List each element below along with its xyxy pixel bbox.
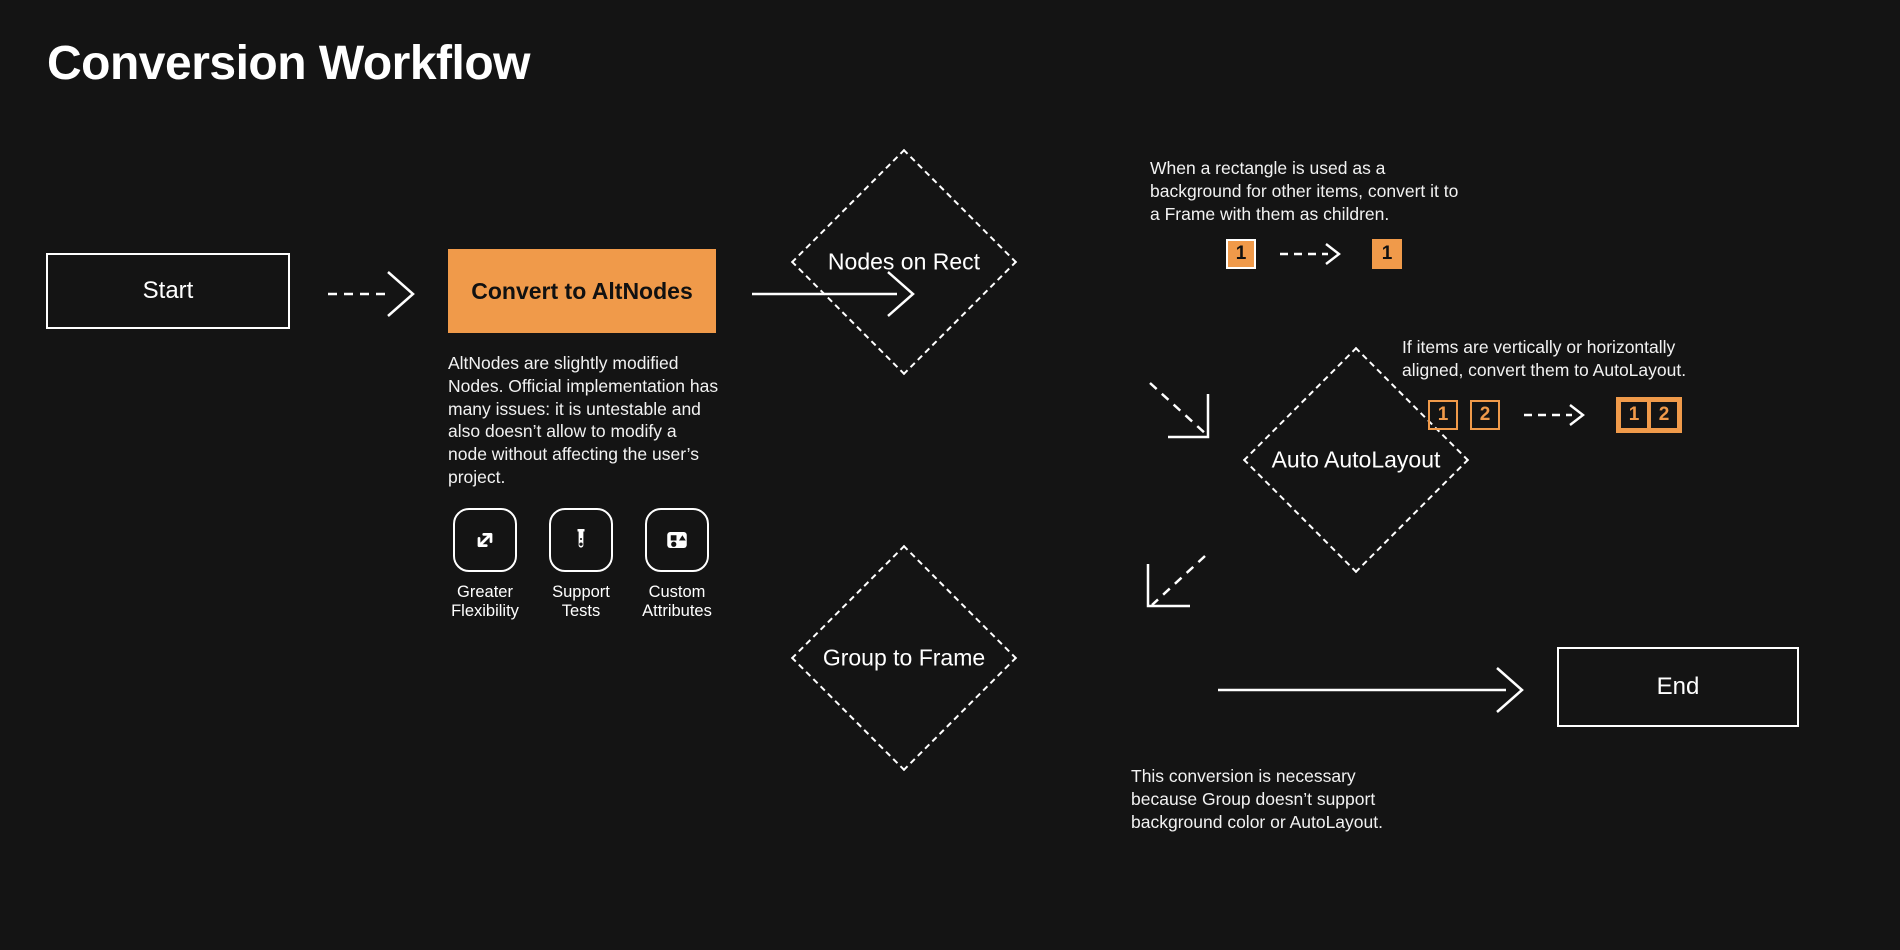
feature-label-line1: Greater <box>457 583 513 601</box>
badge-before-1: 1 <box>1428 400 1458 430</box>
annotation-group-to-frame-text: This conversion is necessary because Gro… <box>1131 766 1383 832</box>
feature-label: Custom Attributes <box>642 583 712 622</box>
feature-label-line2: Attributes <box>642 602 712 621</box>
node-convert-label: Convert to AltNodes <box>471 277 693 304</box>
feature-label: Support Tests <box>552 583 610 622</box>
edge-autoautolayout-to-grouptoframe <box>1146 555 1206 608</box>
feature-label: Greater Flexibility <box>451 583 519 622</box>
feature-icon-frame <box>549 508 613 572</box>
badge-after-1: 1 <box>1372 239 1402 269</box>
node-group-to-frame[interactable]: Group to Frame <box>790 544 1018 772</box>
node-group-to-frame-label: Group to Frame <box>822 644 986 671</box>
page-title: Conversion Workflow <box>47 37 531 90</box>
feature-list: Greater Flexibility Support Tests <box>451 508 712 622</box>
annotation-auto-autolayout-badges: 1 2 1 2 <box>1428 397 1682 433</box>
node-auto-autolayout[interactable]: Auto AutoLayout <box>1242 346 1470 574</box>
feature-label-line2: Flexibility <box>451 602 519 621</box>
feature-label-line2: Tests <box>561 602 601 621</box>
convert-description: AltNodes are slightly modified Nodes. Of… <box>448 353 719 487</box>
feature-custom-attributes[interactable]: Custom Attributes <box>642 508 712 622</box>
badge-before-2: 2 <box>1470 400 1500 430</box>
feature-icon-frame <box>645 508 709 572</box>
node-auto-autolayout-label: Auto AutoLayout <box>1271 446 1441 473</box>
badge-after-1: 1 <box>1619 400 1649 430</box>
badge-group-autolayout: 1 2 <box>1616 397 1682 433</box>
feature-label-line1: Custom <box>648 583 706 601</box>
dashed-arrow-icon <box>1522 402 1594 428</box>
feature-greater-flexibility[interactable]: Greater Flexibility <box>451 508 519 622</box>
dashed-arrow-icon <box>1278 241 1350 267</box>
badge-after-2: 2 <box>1649 400 1679 430</box>
node-nodes-on-rect[interactable]: Nodes on Rect <box>790 148 1018 376</box>
edge-nodesonrect-to-autoautolayout <box>1149 382 1210 439</box>
edge-start-to-convert <box>328 271 415 317</box>
expand-arrows-icon <box>470 525 500 555</box>
node-start-label: Start <box>142 277 194 304</box>
annotation-nodes-on-rect-badges: 1 1 <box>1226 239 1402 269</box>
feature-icon-frame <box>453 508 517 572</box>
node-end[interactable]: End <box>1557 647 1799 727</box>
feature-support-tests[interactable]: Support Tests <box>548 508 614 622</box>
edge-grouptoframe-to-end <box>1218 667 1524 713</box>
feature-label-line1: Support <box>552 583 610 601</box>
test-tube-icon <box>566 525 596 555</box>
badge-before-1: 1 <box>1226 239 1256 269</box>
annotation-nodes-on-rect-text: When a rectangle is used as a background… <box>1150 158 1459 224</box>
shapes-panel-icon <box>662 525 692 555</box>
node-nodes-on-rect-label: Nodes on Rect <box>827 248 981 275</box>
node-convert-to-altnodes[interactable]: Convert to AltNodes <box>448 249 716 333</box>
annotation-auto-autolayout-text: If items are vertically or horizontally … <box>1402 337 1687 380</box>
node-end-label: End <box>1656 673 1700 700</box>
node-start[interactable]: Start <box>46 253 290 329</box>
